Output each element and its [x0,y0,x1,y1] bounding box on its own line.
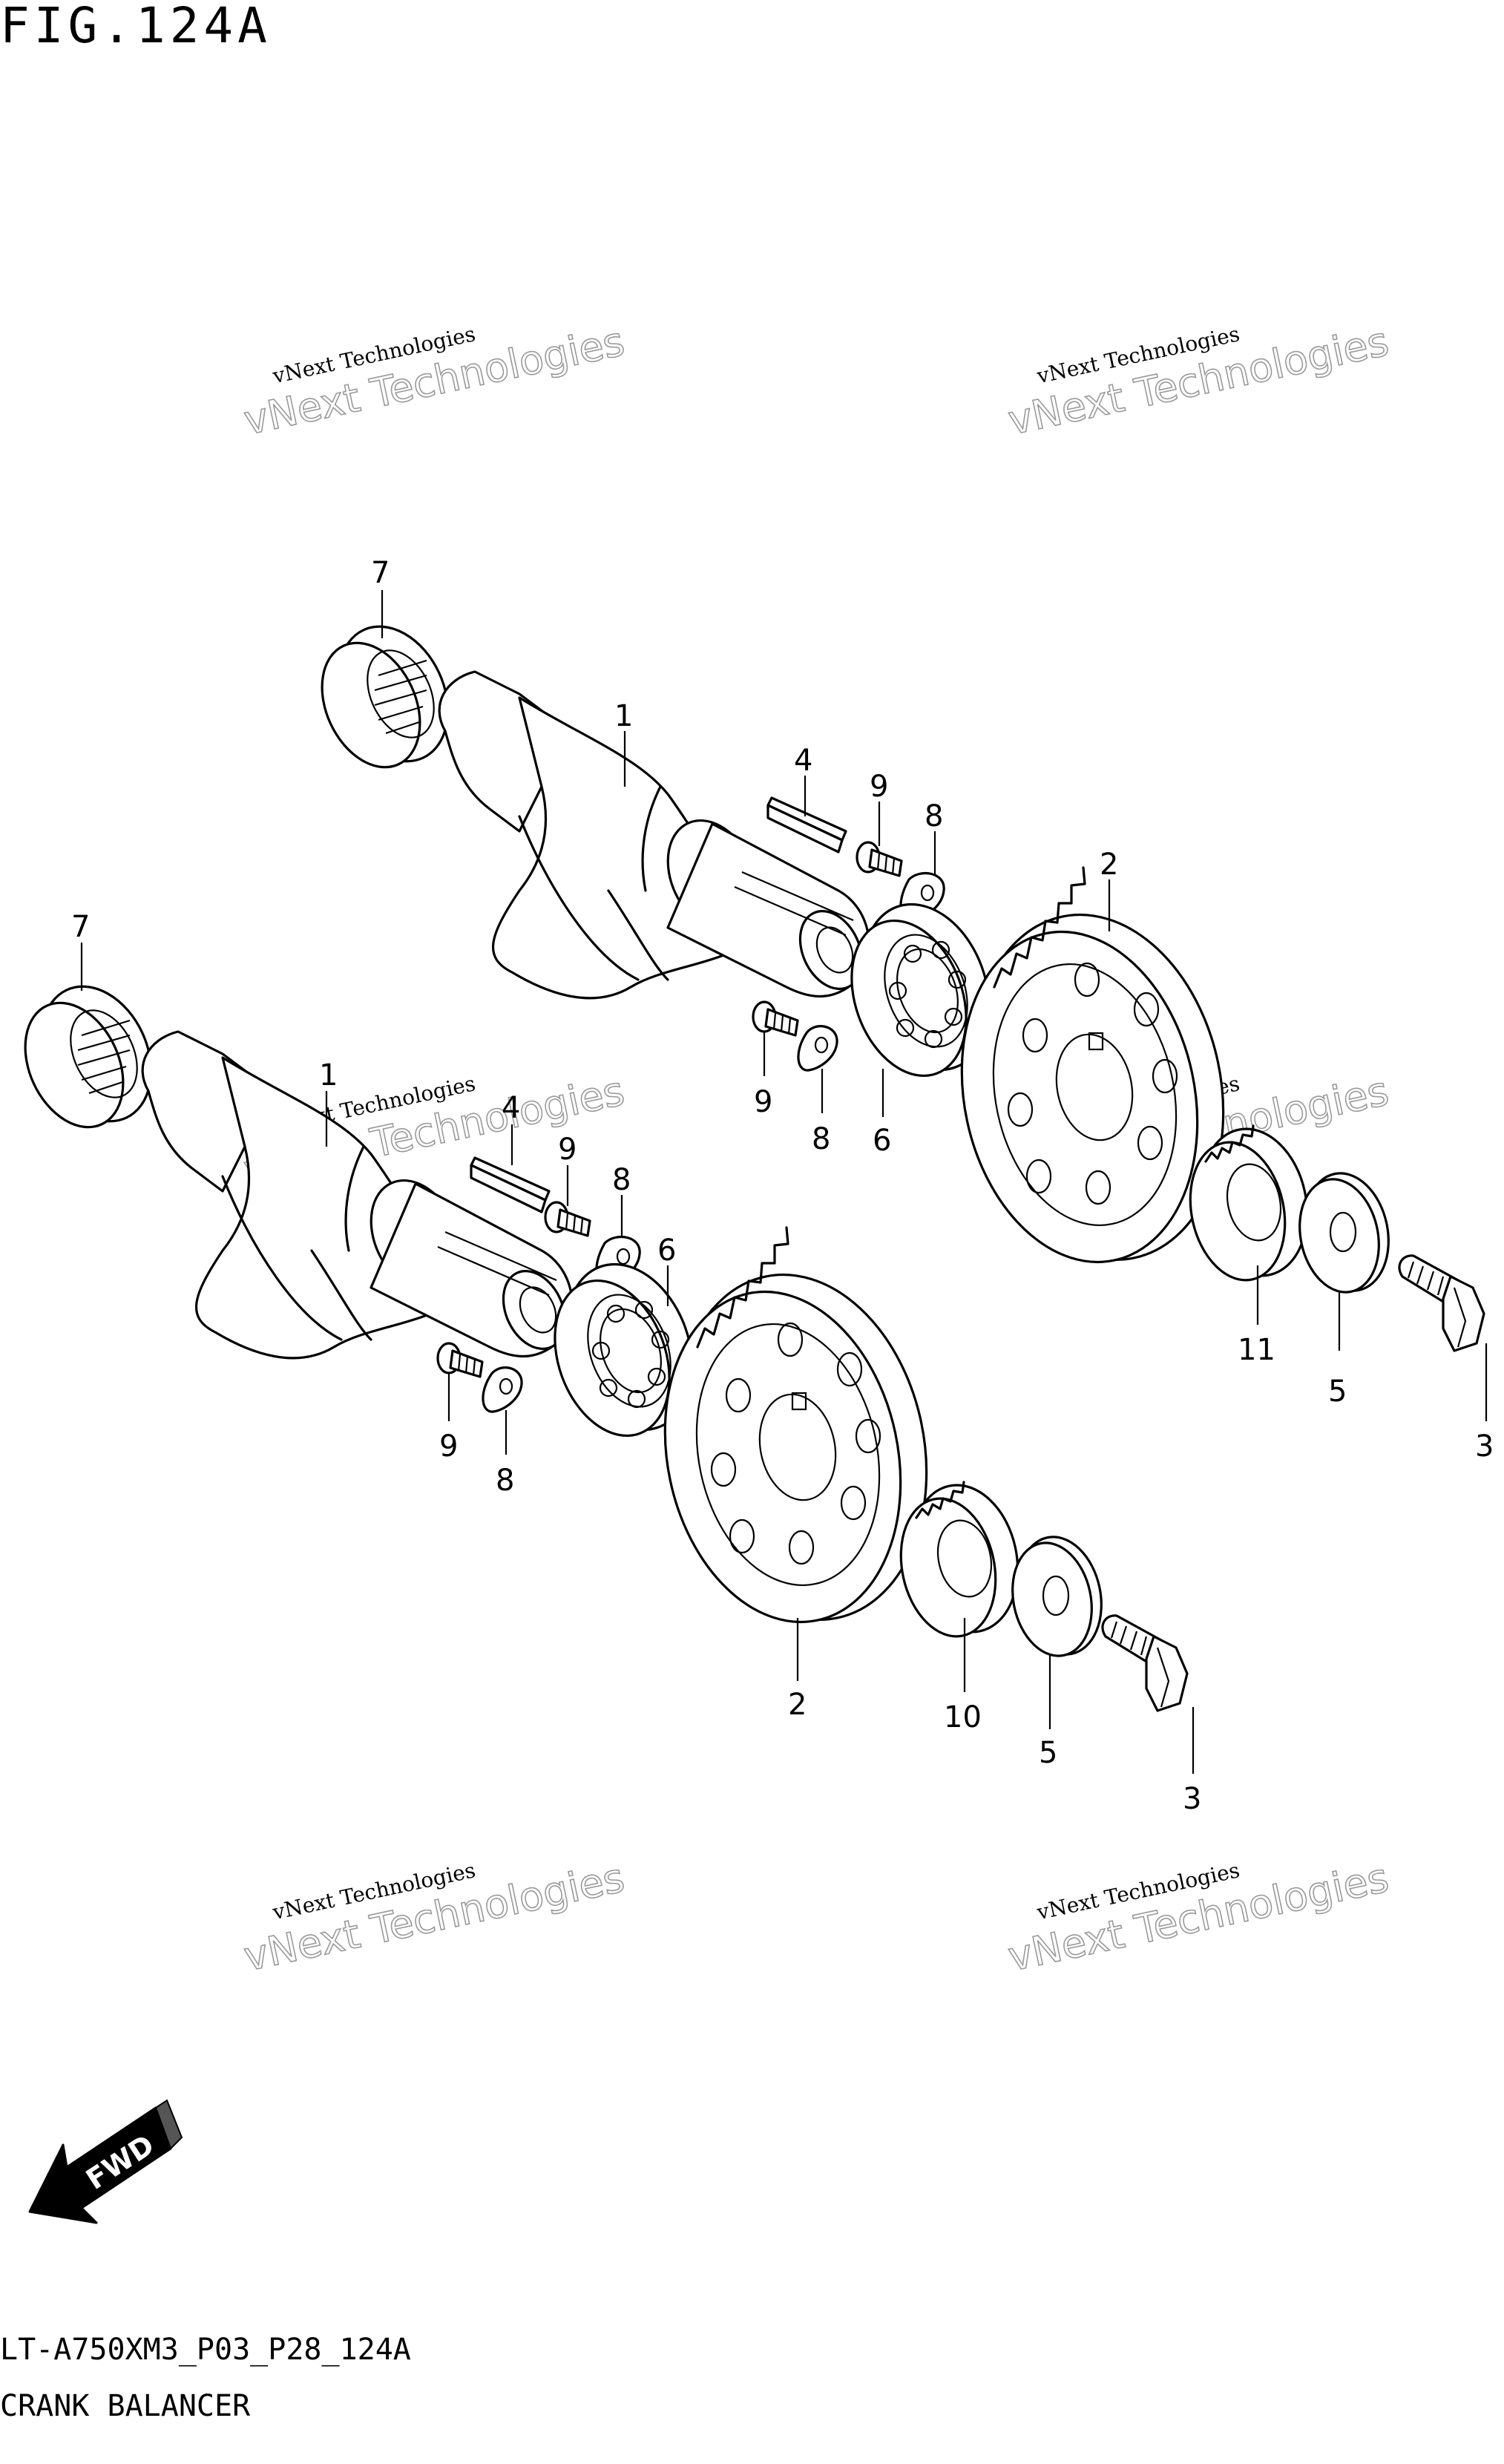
callout-5: 5 [1328,1374,1347,1409]
callout-6: 6 [873,1124,891,1158]
callout-7: 7 [371,556,390,590]
lock-plate-8-lower-b [482,1366,523,1413]
leader-lines [80,590,1488,1774]
callout-8: 8 [496,1464,514,1498]
ball-bearing-upper [850,902,991,1078]
needle-bearing-upper [321,625,450,769]
callout-10: 10 [944,1700,982,1734]
ball-bearing-lower [554,1262,694,1438]
callout-3: 3 [1183,1782,1201,1816]
watermark-bottom-left: vNext Technologies vNext Technologies [240,1853,629,1981]
balancer-gear-lower [663,1226,928,1624]
washer-5-lower [1011,1536,1103,1657]
bolt-9-lower-b [436,1342,484,1378]
callout-6: 6 [657,1233,676,1268]
callout-5: 5 [1039,1736,1057,1770]
callout-8: 8 [612,1163,631,1197]
callout-1: 1 [319,1058,338,1092]
callout-9: 9 [439,1429,458,1464]
callout-11: 11 [1238,1333,1275,1367]
callout-1: 1 [614,699,633,733]
figure-title: FIG.124A [0,0,272,54]
bolt-3-lower [1101,1614,1189,1712]
callout-7: 7 [71,910,90,944]
drive-gear-10 [899,1481,1019,1638]
needle-bearing-lower [24,985,153,1129]
key-lower [470,1156,551,1213]
bolt-3-upper [1398,1254,1485,1352]
callout-9: 9 [558,1133,577,1167]
balancer-shaft-lower [141,1030,574,1360]
watermark-top-left: vNext Technologies vNext Technologies [240,317,629,445]
callout-labels: 7 1 4 9 8 2 9 8 6 11 5 3 7 1 4 9 8 6 9 8… [71,556,1494,1816]
bolt-9-lower-a [544,1201,591,1237]
callout-2: 2 [1100,848,1118,882]
model-code: LT-A750XM3_P03_P28_124A [0,2333,411,2367]
drive-gear-11 [1189,1124,1309,1282]
washer-5-upper [1298,1172,1390,1294]
watermark-bottom-right: vNext Technologies vNext Technologies [1004,1853,1393,1981]
bolt-9-upper-b [752,1000,799,1037]
callout-3: 3 [1475,1429,1494,1464]
fwd-direction-arrow: FWD [28,2099,183,2224]
balancer-shaft-upper [438,670,870,1000]
bolt-9-upper-a [856,841,903,877]
lock-plate-8-upper-b [797,1025,838,1072]
callout-4: 4 [794,744,812,778]
balancer-gear-upper [960,866,1225,1264]
callout-9: 9 [870,770,888,804]
watermark-top-right: vNext Technologies vNext Technologies [1004,317,1393,445]
callout-2: 2 [788,1688,807,1722]
section-name: CRANK BALANCER [0,2389,251,2423]
callout-9: 9 [754,1085,772,1119]
callout-8: 8 [925,799,943,833]
callout-4: 4 [502,1091,520,1125]
key-upper [766,796,847,853]
callout-8: 8 [812,1122,830,1156]
